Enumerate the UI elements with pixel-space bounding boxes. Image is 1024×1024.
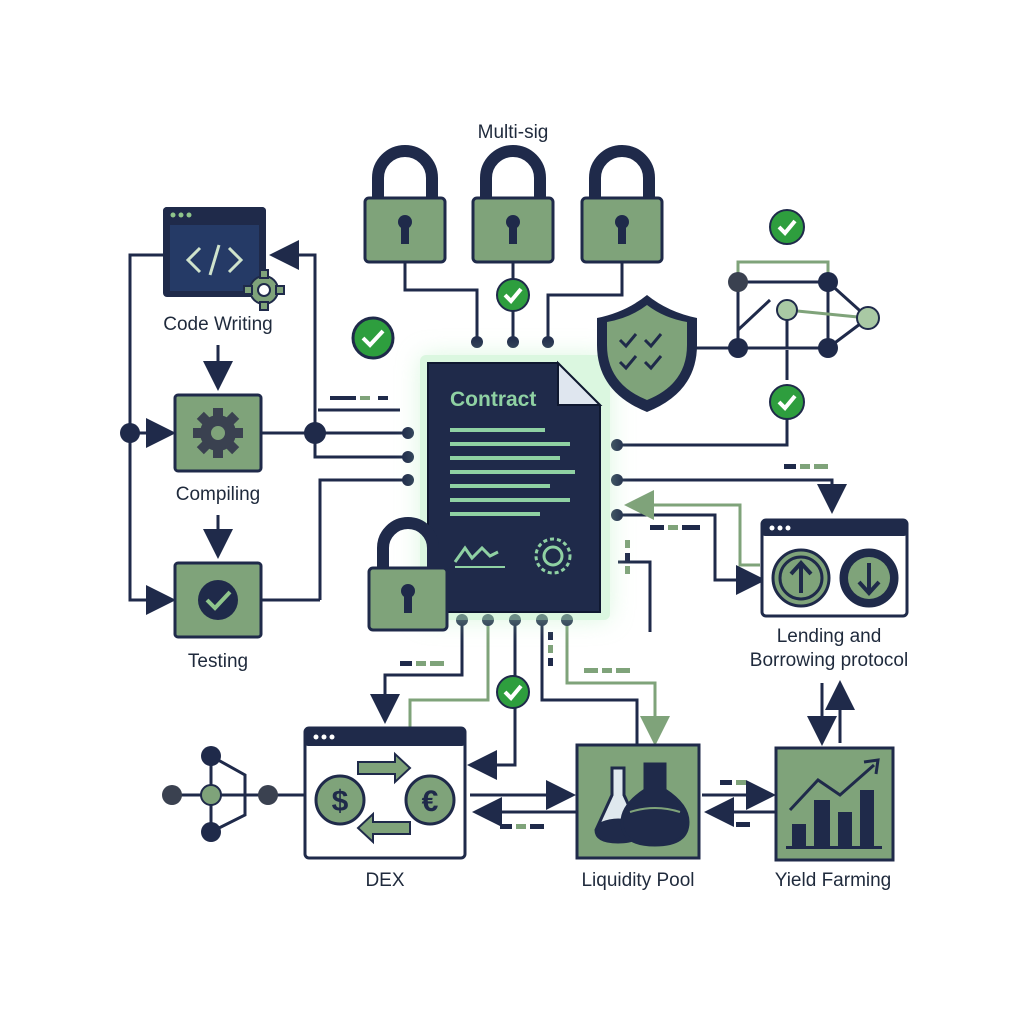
- check-icon: [769, 209, 805, 245]
- padlock-icon: [367, 517, 449, 632]
- check-icon: [351, 316, 395, 360]
- svg-text:€: €: [422, 785, 439, 818]
- check-icon: [496, 278, 530, 312]
- signature-mark: [453, 545, 499, 563]
- svg-text:$: $: [332, 785, 349, 818]
- liquidity-pool-box: [575, 743, 701, 860]
- multisig-locks: [363, 145, 664, 264]
- check-icon: [496, 675, 530, 709]
- check-icon: [198, 580, 238, 620]
- testing-box: [173, 561, 263, 639]
- connector-nodes: [120, 336, 623, 626]
- lending-label-line2: Borrowing protocol: [749, 650, 909, 671]
- lending-borrowing-window: [760, 518, 909, 618]
- padlock-icon: [580, 145, 664, 264]
- lending-label-line1: Lending and: [776, 626, 882, 647]
- compiling-label: Compiling: [175, 484, 261, 505]
- bar-chart-icon: [786, 758, 882, 849]
- code-brackets-icon: [185, 244, 244, 276]
- compiling-box: [173, 393, 263, 473]
- code-writing-label: Code Writing: [163, 314, 273, 335]
- dex-label: DEX: [365, 870, 405, 891]
- padlock-icon: [363, 145, 447, 264]
- network-graph-icon: [728, 260, 880, 358]
- contract-title: Contract: [450, 388, 537, 411]
- dex-network-icon: [162, 746, 278, 842]
- shield-check-icon: [597, 295, 697, 412]
- check-badges: [351, 209, 805, 709]
- padlock-icon: [471, 145, 555, 264]
- arrow-up-icon: [771, 548, 831, 608]
- yield-farming-label: Yield Farming: [774, 870, 892, 891]
- dash-decorations: [330, 396, 828, 829]
- multisig-label: Multi-sig: [477, 122, 549, 143]
- seal-icon: [534, 537, 572, 575]
- gear-icon: [243, 269, 285, 311]
- dollar-coin-icon: $: [314, 774, 366, 826]
- euro-coin-icon: €: [404, 774, 456, 826]
- testing-label: Testing: [187, 651, 249, 672]
- flask-icon: [620, 762, 690, 847]
- liquidity-pool-label: Liquidity Pool: [581, 870, 695, 891]
- contract-document: [420, 355, 610, 620]
- arrow-down-icon: [839, 548, 899, 608]
- check-icon: [769, 384, 805, 420]
- yield-farming-box: [774, 746, 895, 862]
- code-writing-window: [163, 207, 266, 297]
- dex-window: $ €: [303, 726, 467, 860]
- gear-icon: [193, 408, 243, 458]
- contract-text-lines: [450, 428, 575, 516]
